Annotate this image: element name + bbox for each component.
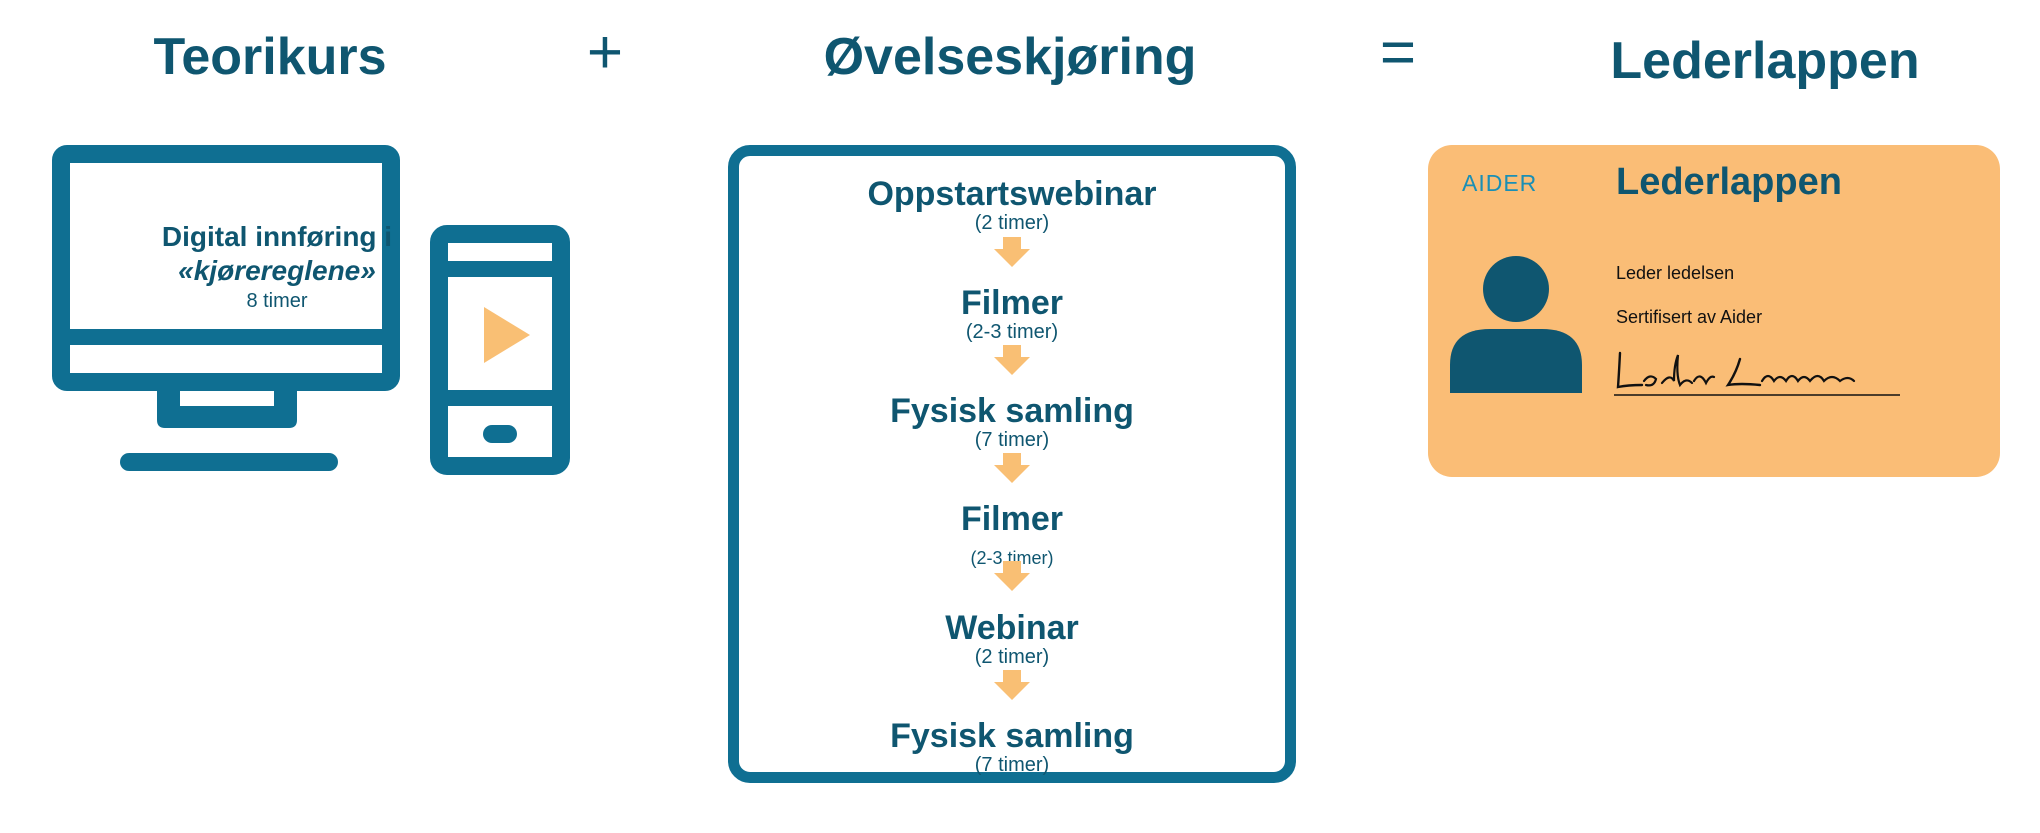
phone-icon: [430, 225, 570, 475]
flow-step-title: Fysisk samling: [890, 717, 1134, 755]
person-icon: [1450, 256, 1582, 393]
flow-step: Fysisk samling (7 timer): [739, 393, 1285, 451]
card-brand-logo: AIDER: [1462, 170, 1538, 196]
flow-step: Filmer (2-3 timer): [739, 501, 1285, 569]
flow-step-duration: (2 timer): [974, 212, 1050, 234]
flow-step-title: Oppstartswebinar: [867, 175, 1157, 213]
flow-step: Fysisk samling (7 timer): [739, 718, 1285, 776]
theory-line-2: «kjørereglene»: [178, 255, 376, 286]
flow-step: Filmer (2-3 timer): [739, 285, 1285, 343]
card-text-line-1: Leder ledelsen: [1616, 263, 1735, 283]
arrow-down-icon: [994, 345, 1030, 375]
card-title: Lederlappen: [1616, 161, 1842, 203]
flow-step-title: Filmer: [960, 284, 1064, 322]
practice-flow-box: Oppstartswebinar (2 timer) Filmer (2-3 t…: [728, 145, 1296, 783]
flow-step-duration: (7 timer): [974, 429, 1050, 451]
arrow-down-icon: [994, 670, 1030, 700]
heading-ovelseskjoring: Øvelseskjøring: [823, 28, 1197, 86]
flow-step-title: Fysisk samling: [890, 392, 1134, 430]
heading-teorikurs: Teorikurs: [153, 28, 387, 86]
monitor-icon: [52, 145, 400, 471]
arrow-down-icon: [994, 453, 1030, 483]
plus-sign: +: [586, 18, 624, 87]
play-icon: [484, 307, 530, 363]
signature-icon: [1614, 351, 1900, 396]
flow-step-title: Filmer: [960, 500, 1064, 538]
equals-sign: =: [1379, 18, 1417, 87]
theory-description: Digital innføring i «kjørereglene» 8 tim…: [124, 220, 430, 314]
flow-step-title: Webinar: [945, 609, 1079, 647]
license-card: AIDER Lederlappen Leder ledelsen Sertifi…: [1428, 145, 2000, 477]
card-text-line-2: Sertifisert av Aider: [1616, 307, 1763, 327]
flow-step: Webinar (2 timer): [739, 610, 1285, 668]
theory-devices: Digital innføring i «kjørereglene» 8 tim…: [52, 145, 572, 475]
arrow-down-icon: [994, 237, 1030, 267]
flow-step-duration: (7 timer): [974, 754, 1050, 776]
flow-step-duration: (2-3 timer): [965, 321, 1059, 343]
arrow-down-icon: [994, 561, 1030, 591]
flow-step-duration: (2-3 timer): [970, 548, 1054, 568]
flow-step-duration: (2 timer): [974, 646, 1050, 668]
heading-lederlappen: Lederlappen: [1610, 32, 1920, 90]
theory-duration: 8 timer: [246, 290, 308, 312]
theory-line-1: Digital innføring i: [161, 221, 393, 252]
flow-step: Oppstartswebinar (2 timer): [739, 176, 1285, 234]
